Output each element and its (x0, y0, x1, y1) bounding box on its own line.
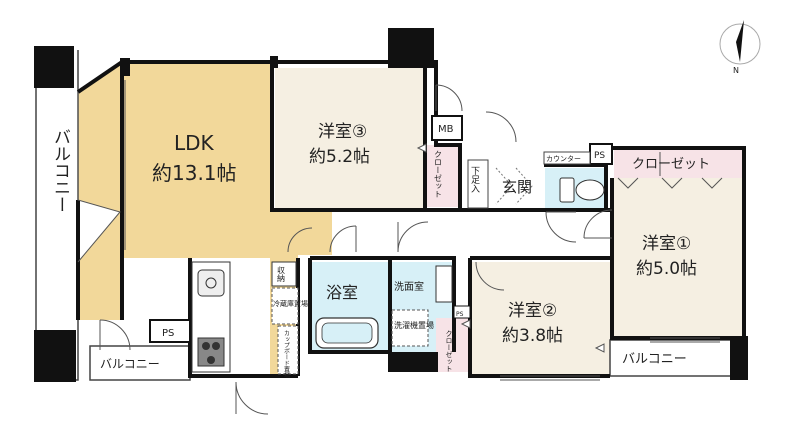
closet-top-floor (614, 148, 744, 178)
ldk-window-edge (77, 92, 121, 263)
balcony-left-label: バルコニー (50, 128, 70, 213)
closet-wall3-floor (425, 145, 459, 207)
ldk-name: LDK (174, 131, 215, 155)
ps-small-label: PS (456, 311, 464, 318)
western2-floor (470, 262, 610, 374)
ps-mid-box (149, 319, 191, 343)
storage-box (271, 261, 297, 287)
counter-label: カウンター (546, 154, 581, 163)
washroom-label: 洗面室 (394, 280, 424, 293)
closet-top-label: クローゼット (632, 157, 710, 172)
bath-label: 浴室 (326, 283, 358, 302)
western1-size: 約5.0帖 (636, 259, 697, 279)
toilet (559, 177, 605, 203)
bathtub-inner (321, 322, 373, 344)
washer-label: 洗濯機置場 (394, 320, 434, 330)
cupboard-space (277, 325, 299, 375)
ps-small-box (453, 305, 471, 319)
storage-label: 収納 (277, 265, 286, 283)
western3-floor (275, 68, 425, 208)
door-swings (99, 84, 613, 415)
ps-mid-label: PS (162, 328, 174, 339)
entrance-label: 玄関 (502, 178, 532, 196)
closet-wall3-label: クローゼット (434, 150, 443, 198)
ldk-floor-left (78, 62, 122, 320)
ldk-size: 約13.1帖 (152, 161, 237, 185)
kitchen-counter (191, 261, 231, 373)
shoe-box (467, 159, 489, 209)
fridge-label: 冷蔵庫置場 (273, 299, 308, 308)
western3-size: 約5.2帖 (309, 147, 370, 167)
closet-wall2-label: クローゼット (445, 330, 453, 372)
western1-floor (612, 178, 742, 338)
windows (124, 80, 720, 381)
western2-size: 約3.8帖 (502, 326, 563, 346)
compass-n-label: N (733, 66, 739, 75)
ps-top-label: PS (594, 151, 605, 161)
pillars (34, 28, 748, 382)
shoe-box-label: 下足入 (469, 166, 480, 193)
wash-basin (435, 265, 453, 303)
entrance-steps (495, 167, 533, 205)
mb-label: MB (438, 124, 454, 135)
cupboard-label: カップボード置場 (283, 330, 290, 379)
closet-markers (416, 143, 605, 353)
balcony-right-label: バルコニー (622, 352, 687, 367)
compass: N (719, 20, 761, 75)
western3-name: 洋室③ (318, 122, 367, 142)
western1-name: 洋室① (642, 234, 691, 254)
closet-top-doors (617, 152, 723, 189)
balcony-small-label: バルコニー (100, 357, 160, 371)
counter-strip (543, 151, 591, 165)
fridge-space (271, 287, 299, 325)
mb-box (431, 115, 463, 141)
western2-name: 洋室② (508, 301, 557, 321)
washer-space (391, 309, 429, 347)
balcony-small-outline (89, 345, 191, 381)
